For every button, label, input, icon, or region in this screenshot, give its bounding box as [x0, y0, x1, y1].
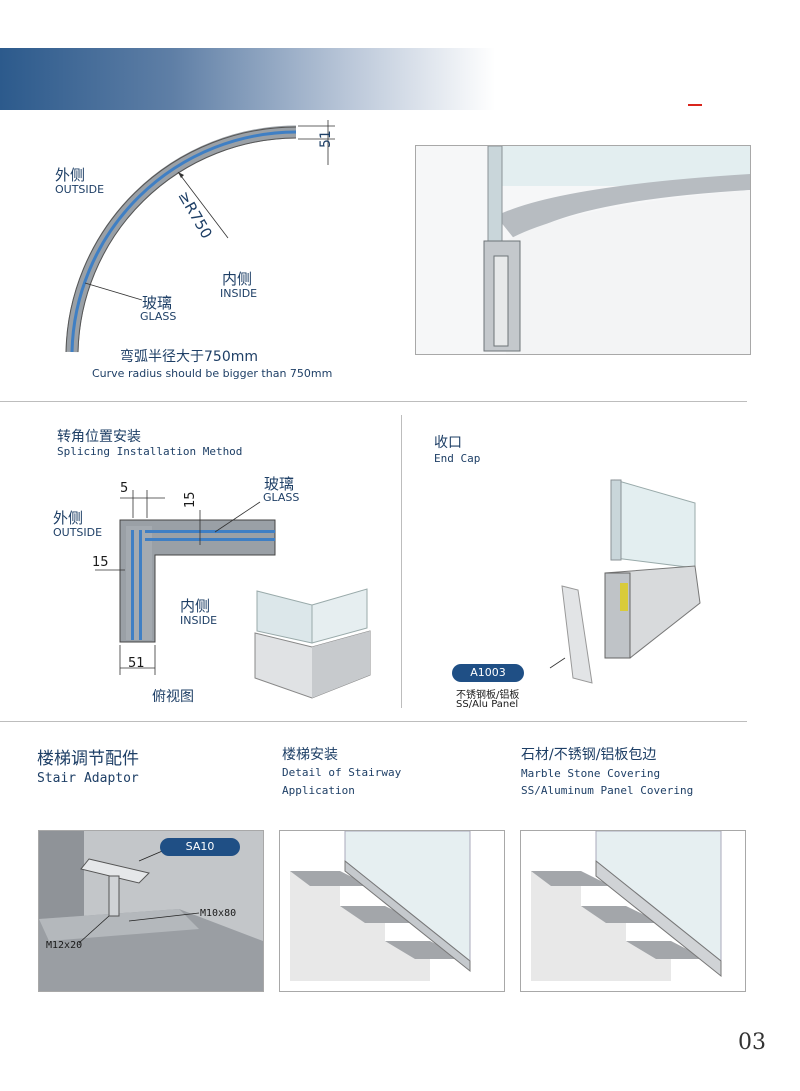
stair-covering-en-1: Marble Stone Covering — [521, 767, 661, 780]
splicing-glass-zh: 玻璃 — [264, 475, 295, 493]
divider-2 — [0, 721, 747, 722]
divider-1 — [0, 401, 747, 402]
curve-outside-en: OUTSIDE — [55, 183, 105, 196]
splicing-dim-51: 51 — [128, 656, 145, 671]
stair-covering-en-2: SS/Aluminum Panel Covering — [521, 784, 694, 797]
splicing-glass-en: GLASS — [263, 491, 300, 504]
splicing-dim-5: 5 — [120, 481, 129, 496]
curve-outside-zh: 外侧 — [55, 166, 86, 184]
stair-badge: SA10 — [160, 838, 240, 856]
header-accent-dash — [688, 104, 702, 106]
splicing-title-en: Splicing Installation Method — [57, 445, 243, 458]
stair-adaptor-illustration — [39, 831, 263, 991]
curve-inside-en: INSIDE — [220, 287, 258, 300]
stair-detail-zh: 楼梯安装 — [282, 747, 338, 763]
curve-glass-zh: 玻璃 — [142, 294, 173, 312]
endcap-panel-zh: 不锈钢板/铝板 — [456, 690, 520, 701]
endcap-panel-en: SS/Alu Panel — [456, 699, 519, 710]
curve-dim-51: 51 — [318, 130, 334, 148]
header-band — [0, 48, 495, 110]
endcap-illustration — [549, 479, 701, 684]
curve-inside-zh: 内侧 — [222, 270, 253, 288]
stair-adaptor-en: Stair Adaptor — [37, 771, 139, 786]
splicing-diagram — [95, 490, 276, 675]
curved-rail-illustration — [483, 145, 750, 354]
splicing-dim-15-top: 15 — [183, 491, 198, 508]
stair-adaptor-zh: 楼梯调节配件 — [37, 749, 139, 769]
curve-diagram — [65, 120, 335, 353]
stair-m10: M10x80 — [200, 908, 237, 919]
radius-arrow — [177, 171, 229, 239]
stair-detail-en-2: Application — [282, 784, 355, 797]
splicing-outside-zh: 外侧 — [53, 509, 84, 527]
curve-note-zh: 弯弧半径大于750mm — [120, 349, 258, 365]
curved-rail-photo — [415, 145, 751, 355]
endcap-title-zh: 收口 — [434, 435, 462, 451]
curve-profile — [65, 125, 297, 353]
curve-glass — [70, 130, 297, 353]
splicing-outside-en: OUTSIDE — [53, 526, 103, 539]
stair-covering-zh: 石材/不锈钢/铝板包边 — [521, 747, 657, 763]
endcap-badge: A1003 — [452, 664, 524, 682]
splicing-caption: 俯视图 — [152, 689, 194, 705]
stair-detail-illustration — [290, 830, 471, 981]
curve-glass-en: GLASS — [140, 310, 177, 323]
stair-adaptor-photo — [38, 830, 264, 992]
stair-detail-photo — [279, 830, 505, 992]
stair-detail-en-1: Detail of Stairway — [282, 766, 402, 779]
splicing-title-zh: 转角位置安装 — [57, 429, 141, 445]
divider-vertical — [401, 415, 402, 708]
curve-note-en: Curve radius should be bigger than 750mm — [92, 367, 333, 380]
corner-rail-illustration — [254, 588, 371, 699]
page-number: 03 — [738, 1030, 766, 1055]
stair-covering-photo — [520, 830, 746, 992]
endcap-title-en: End Cap — [434, 452, 481, 465]
splicing-inside-zh: 内侧 — [180, 597, 211, 615]
stair-m12: M12x20 — [46, 940, 83, 951]
splicing-inside-en: INSIDE — [180, 614, 218, 627]
splicing-dim-15-left: 15 — [92, 555, 109, 570]
stair-covering-illustration — [531, 830, 722, 981]
